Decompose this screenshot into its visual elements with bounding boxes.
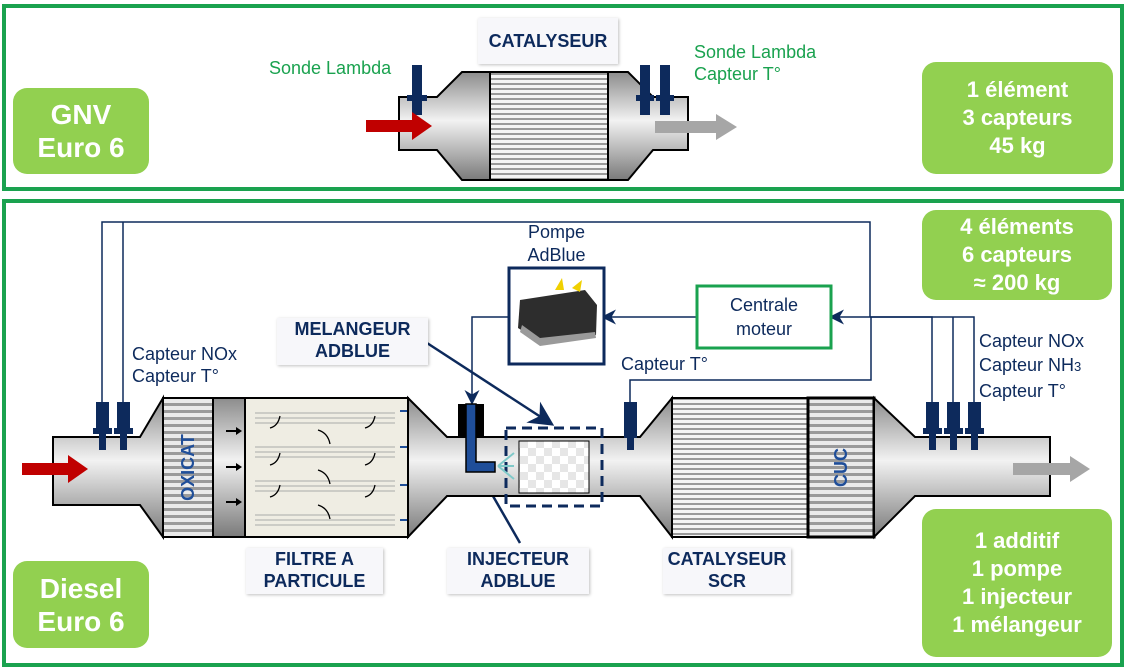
ecu-label-line: moteur	[735, 319, 793, 339]
ecu-label-line: Centrale	[729, 295, 799, 315]
gnv-lambda-label-right: Sonde Lambda	[694, 42, 817, 62]
nox-sensor-label: Capteur NOx	[132, 344, 238, 364]
gnv-catalyst-tag: CATALYSEUR	[478, 18, 618, 64]
diesel-summary-line: 1 injecteur	[961, 584, 1073, 609]
cuc-body	[806, 396, 876, 539]
nh3-sensor-label: Capteur NH3	[979, 355, 1082, 375]
diesel-inlet-arrow	[22, 455, 88, 483]
ecu-box	[695, 284, 833, 350]
gnv-badge-line: GNV	[50, 99, 112, 130]
injector-tag-line: INJECTEUR	[466, 549, 569, 569]
pump-label: Pompe AdBlue	[500, 221, 613, 267]
gnv-panel	[2, 4, 1124, 191]
temp-sensor-mid	[624, 402, 637, 438]
diesel-panel	[2, 199, 1124, 667]
diesel-summary-line: 1 pompe	[971, 556, 1063, 581]
ecu-label: Centrale moteur	[697, 293, 831, 341]
oxicat-body	[162, 397, 214, 538]
gnv-summary-line: 1 élément	[966, 77, 1069, 102]
gnv-lambda-sensor-left	[412, 65, 422, 115]
mixer-tag-line: MELANGEUR	[294, 319, 411, 339]
diesel-badge-line: Euro 6	[37, 605, 125, 637]
gnv-badge: GNV Euro 6	[13, 88, 149, 174]
gnv-lambda-sensor-right	[640, 65, 650, 115]
diesel-summary-bottom-badge: 1 additif 1 pompe 1 injecteur 1 mélangeu…	[922, 509, 1112, 657]
cuc-label-wrap: CUC	[808, 398, 874, 537]
downstream-sensor-labels: Capteur NOx Capteur NH3 Capteur T°	[979, 329, 1084, 403]
temp-sensor-downstream	[968, 402, 981, 432]
diesel-summary-line: 6 capteurs	[961, 242, 1073, 267]
diesel-badge-line: Diesel	[39, 572, 123, 604]
scr-tag: CATALYSEUR SCR	[663, 548, 791, 594]
diesel-summary-line: ≈ 200 kg	[973, 270, 1061, 295]
diesel-summary-line: 4 éléments	[960, 214, 1074, 239]
temp-sensor-label: Capteur T°	[979, 381, 1066, 401]
diesel-summary-line: 1 additif	[974, 528, 1060, 553]
mixer-tag: MELANGEUR ADBLUE	[277, 318, 428, 365]
scr-body	[671, 397, 809, 538]
diesel-summary-top-badge: 4 éléments 6 capteurs ≈ 200 kg	[922, 210, 1112, 300]
dpf-tag-line: FILTRE A	[275, 549, 354, 569]
dpf-body	[244, 397, 409, 538]
diesel-wiring	[101, 221, 975, 544]
adblue-mixer	[518, 440, 590, 494]
gnv-summary-line: 45 kg	[989, 133, 1046, 158]
mixer-tag-line: ADBLUE	[315, 341, 390, 361]
injector-tag: INJECTEUR ADBLUE	[447, 548, 589, 594]
upstream-sensor-labels: Capteur NOx Capteur T°	[132, 343, 237, 387]
gnv-inlet-arrow	[366, 112, 432, 140]
adblue-pump-icon	[518, 278, 597, 346]
gnv-summary-badge: 1 élément 3 capteurs 45 kg	[922, 62, 1113, 174]
oxicat-label-wrap: OXICAT	[163, 398, 213, 537]
diesel-outlet-pipe	[873, 395, 1051, 540]
scr-tag-line: CATALYSEUR	[667, 549, 787, 569]
pump-label-line: Pompe	[527, 222, 586, 242]
gnv-outlet-arrow	[655, 114, 737, 140]
cuc-label: CUC	[830, 448, 851, 487]
diesel-exhaust-line	[22, 266, 1090, 541]
pump-label-line: AdBlue	[527, 245, 586, 265]
dpf-tag-line: PARTICULE	[263, 571, 366, 591]
injector-tag-line: ADBLUE	[480, 571, 556, 591]
diesel-badge: Diesel Euro 6	[13, 561, 149, 648]
scr-tag-line: SCR	[707, 571, 746, 591]
gnv-temp-label: Capteur T°	[694, 64, 781, 84]
oxicat-label: OXICAT	[177, 434, 198, 501]
gnv-badge-line: Euro 6	[37, 132, 125, 163]
mid-temp-sensor-label: Capteur T°	[621, 354, 708, 374]
adblue-injector	[465, 403, 496, 473]
diesel-outlet-arrow	[1013, 456, 1090, 482]
nh3-sensor-downstream	[947, 402, 960, 432]
temp-sensor-upstream	[117, 402, 130, 432]
gnv-exhaust-line	[366, 65, 737, 181]
nox-sensor-label: Capteur NOx	[979, 331, 1085, 351]
dpf-tag: FILTRE A PARTICULE	[246, 548, 383, 594]
temp-sensor-label: Capteur T°	[132, 366, 219, 386]
nox-sensor-upstream	[96, 402, 109, 432]
nox-sensor-downstream	[926, 402, 939, 432]
gnv-sensor-labels-right: Sonde Lambda Capteur T°	[694, 41, 816, 85]
gnv-catalyst-body	[489, 71, 609, 181]
gnv-temp-sensor	[660, 65, 670, 115]
gnv-catalyst-label: CATALYSEUR	[488, 31, 608, 51]
gnv-lambda-label-left: Sonde Lambda	[269, 58, 392, 78]
diesel-summary-line: 1 mélangeur	[952, 612, 1082, 637]
gnv-summary-line: 3 capteurs	[962, 105, 1073, 130]
